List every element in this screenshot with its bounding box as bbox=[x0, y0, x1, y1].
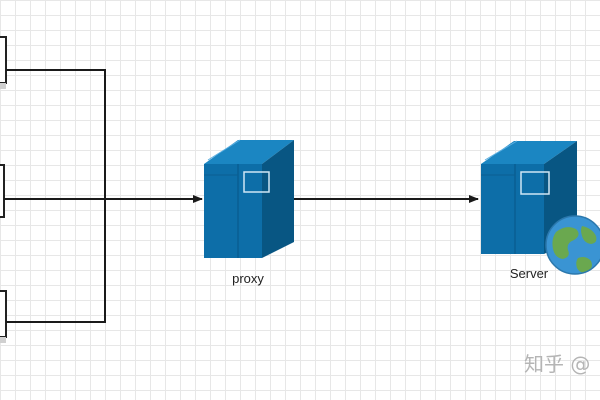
server-label: Server bbox=[510, 266, 549, 281]
server-node[interactable]: Server bbox=[481, 140, 600, 281]
client-device-icon[interactable] bbox=[0, 290, 7, 343]
proxy-label: proxy bbox=[232, 271, 264, 286]
client-device-icon[interactable] bbox=[0, 36, 7, 89]
client-device-icon[interactable] bbox=[0, 164, 5, 218]
server-tower-icon bbox=[204, 139, 294, 258]
globe-icon bbox=[545, 215, 600, 275]
watermark: 知乎 @ bbox=[524, 352, 590, 376]
proxy-node[interactable]: proxy bbox=[204, 139, 294, 286]
client-connector bbox=[4, 69, 106, 323]
